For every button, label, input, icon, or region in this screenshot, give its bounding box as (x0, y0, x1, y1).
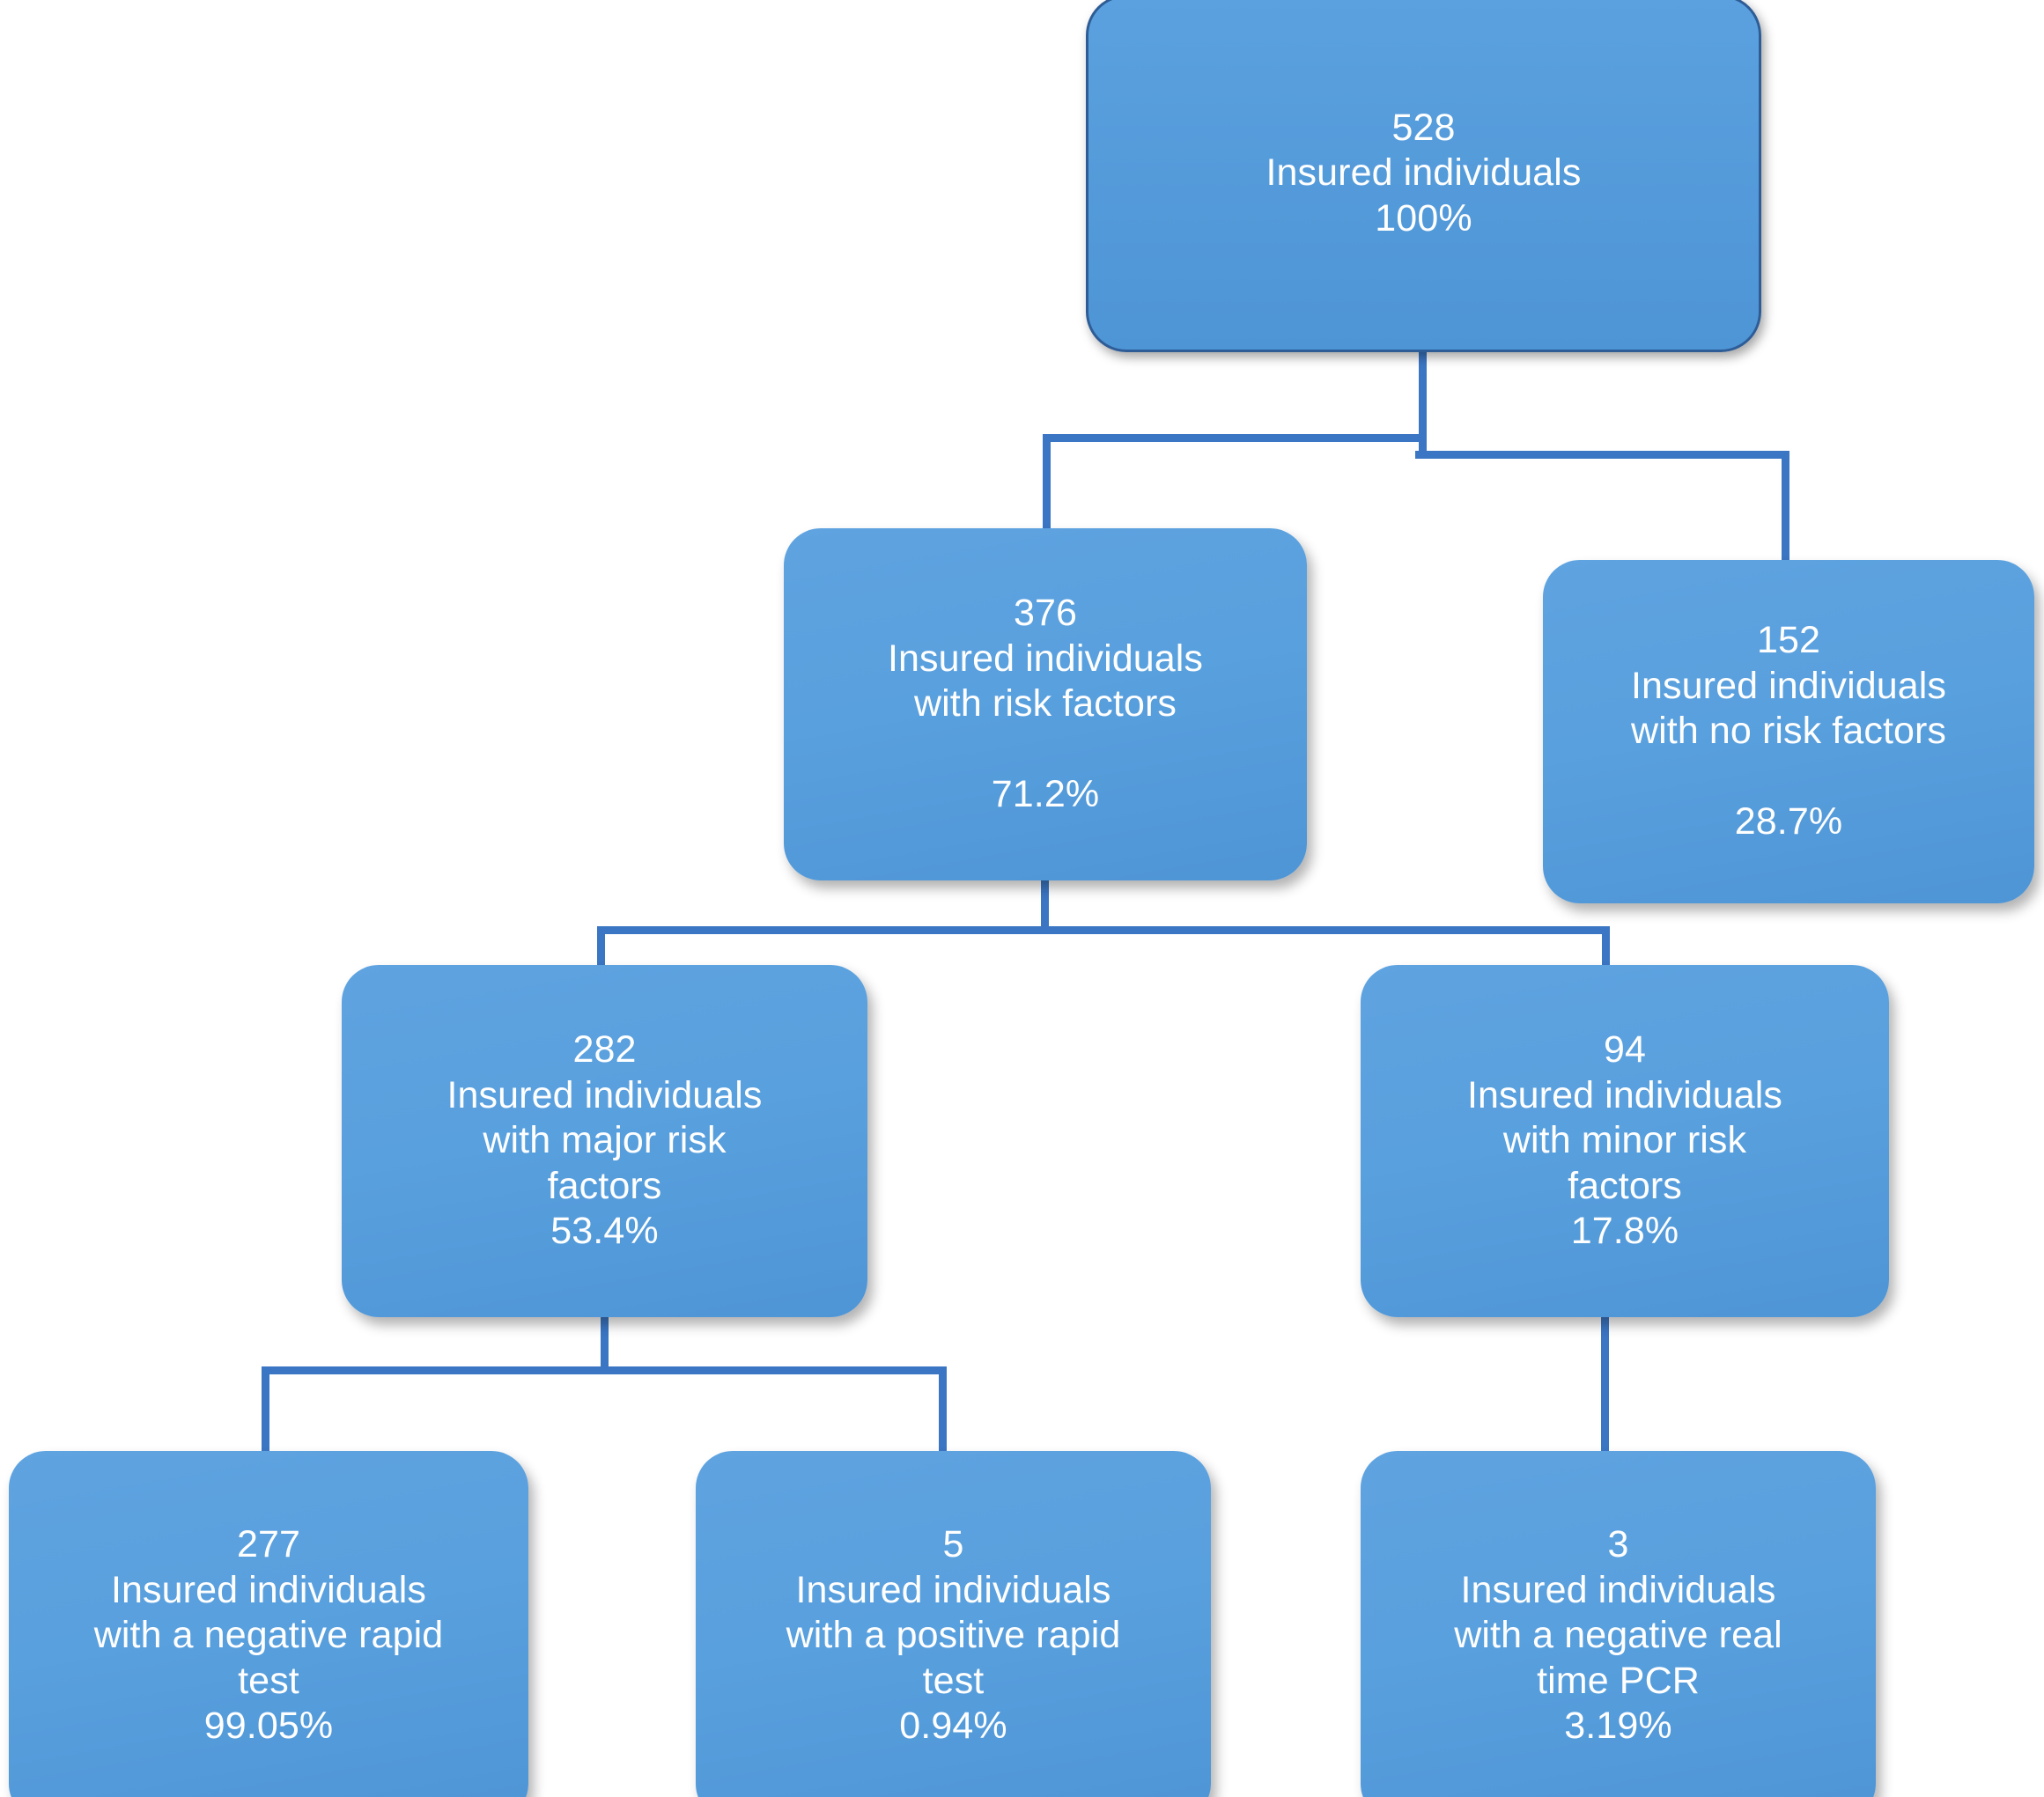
node-total-insured[interactable]: 528 Insured individuals 100% (1086, 0, 1761, 352)
node-percent: 28.7% (1734, 800, 1843, 843)
connector-root-down (1419, 349, 1427, 451)
node-percent: 53.4% (550, 1210, 659, 1253)
node-count: 282 (572, 1028, 637, 1072)
connector-minor-to-pcr-node (1601, 1314, 1609, 1456)
node-percent: 3.19% (1564, 1705, 1672, 1748)
connector-major-down (601, 1314, 609, 1374)
node-label-2: test (238, 1659, 299, 1702)
node-label-0: Insured individuals (1466, 1073, 1783, 1116)
node-label-1: with no risk factors (1630, 710, 1947, 753)
node-no-risk-factors[interactable]: 152 Insured individuals with no risk fac… (1543, 560, 2034, 903)
node-label-2: factors (547, 1164, 662, 1207)
connector-to-risk-node (1043, 434, 1051, 533)
node-label-1: with major risk (483, 1119, 727, 1162)
connector-to-positive-test-node (939, 1366, 947, 1456)
node-label-0: Insured individuals (446, 1073, 763, 1116)
node-count: 152 (1756, 619, 1821, 662)
connector-risk-down (1041, 877, 1049, 933)
node-label-1: with risk factors (914, 682, 1177, 725)
connector-to-negative-test-node (262, 1366, 269, 1456)
node-label-0: Insured individuals (1266, 151, 1582, 195)
node-count: 5 (942, 1523, 964, 1566)
connector-risk-horizontal (597, 926, 1610, 934)
node-label-0: Insured individuals (110, 1568, 427, 1611)
node-minor-risk-factors[interactable]: 94 Insured individuals with minor risk f… (1361, 965, 1889, 1317)
node-label-1: with a negative rapid (93, 1614, 444, 1657)
node-with-risk-factors[interactable]: 376 Insured individuals with risk factor… (784, 528, 1307, 880)
node-label-1: with minor risk (1502, 1119, 1747, 1162)
node-label-1: with a positive rapid (786, 1614, 1121, 1657)
node-percent: 99.05% (203, 1705, 334, 1748)
connector-to-major-node (597, 926, 605, 970)
node-count: 528 (1391, 106, 1456, 149)
node-negative-rapid-test[interactable]: 277 Insured individuals with a negative … (9, 1451, 528, 1797)
node-label-0: Insured individuals (887, 637, 1204, 680)
node-label-2: test (922, 1659, 985, 1702)
node-label-2: time PCR (1537, 1659, 1700, 1702)
node-label-2: factors (1568, 1164, 1682, 1207)
connector-root-horizontal-right (1415, 451, 1789, 459)
node-percent: 100% (1375, 196, 1472, 239)
node-percent: 71.2% (991, 773, 1100, 816)
node-label-0: Insured individuals (1460, 1568, 1776, 1611)
node-major-risk-factors[interactable]: 282 Insured individuals with major risk … (342, 965, 867, 1317)
connector-major-horizontal (262, 1366, 947, 1374)
node-percent: 17.8% (1570, 1210, 1679, 1253)
node-negative-real-time-pcr[interactable]: 3 Insured individuals with a negative re… (1361, 1451, 1876, 1797)
node-count: 94 (1603, 1028, 1647, 1072)
node-label-1: with a negative real (1454, 1614, 1782, 1657)
node-count: 3 (1607, 1523, 1629, 1566)
connector-to-norisk-node (1782, 451, 1789, 563)
node-count: 376 (1013, 592, 1078, 635)
node-label-0: Insured individuals (795, 1568, 1111, 1611)
node-positive-rapid-test[interactable]: 5 Insured individuals with a positive ra… (696, 1451, 1211, 1797)
node-count: 277 (236, 1523, 301, 1566)
node-percent: 0.94% (899, 1705, 1007, 1748)
connector-root-horizontal-left (1043, 434, 1423, 442)
node-label-0: Insured individuals (1630, 664, 1947, 707)
connector-to-minor-node (1602, 926, 1610, 970)
